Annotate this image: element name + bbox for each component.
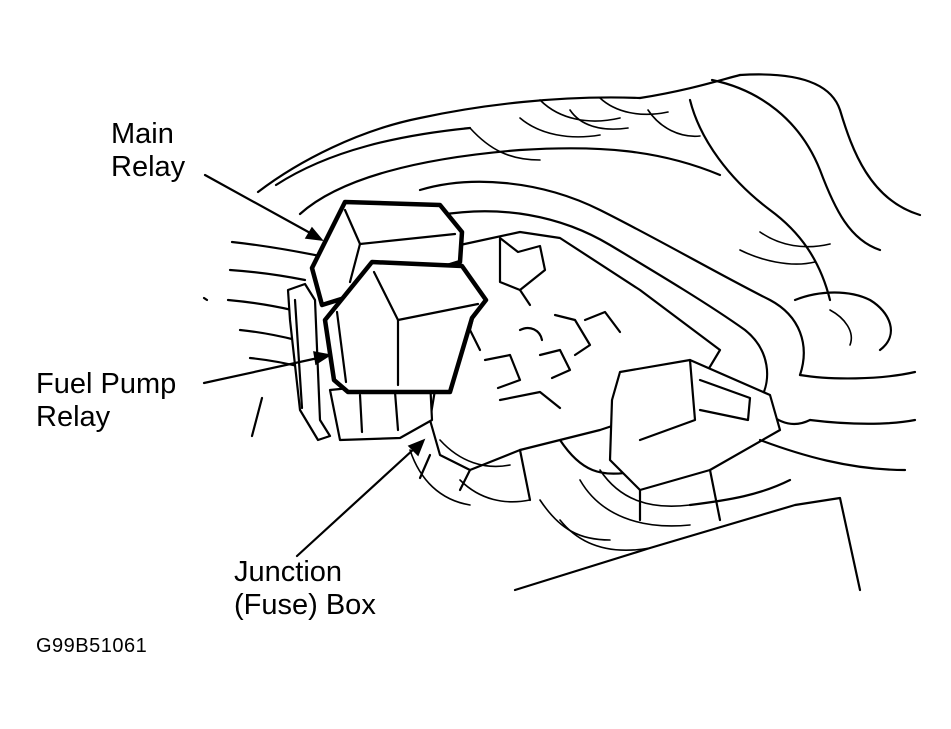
fuel-pump-relay-label-line-1: Fuel Pump (36, 368, 177, 400)
main-relay-label: Main Relay (111, 118, 185, 184)
base-plate (513, 438, 907, 592)
wiring-harness (256, 73, 922, 302)
hose (418, 180, 917, 425)
connector-block (579, 358, 782, 527)
junction-box-label: Junction (Fuse) Box (234, 556, 376, 622)
fuel-pump-relay-label: Fuel Pump Relay (36, 368, 176, 434)
figure-code: G99B51061 (36, 635, 148, 657)
relay-bracket (286, 282, 434, 442)
fuel-pump-relay-label-line-2: Relay (36, 401, 111, 433)
main-relay-label-line-1: Main (111, 118, 174, 150)
leader-lines (202, 173, 426, 558)
junction-box-label-line-2: (Fuse) Box (234, 589, 376, 621)
junction-box-label-line-1: Junction (234, 556, 343, 588)
fuel-pump-relay (322, 259, 489, 395)
main-relay-label-line-2: Relay (111, 151, 186, 183)
